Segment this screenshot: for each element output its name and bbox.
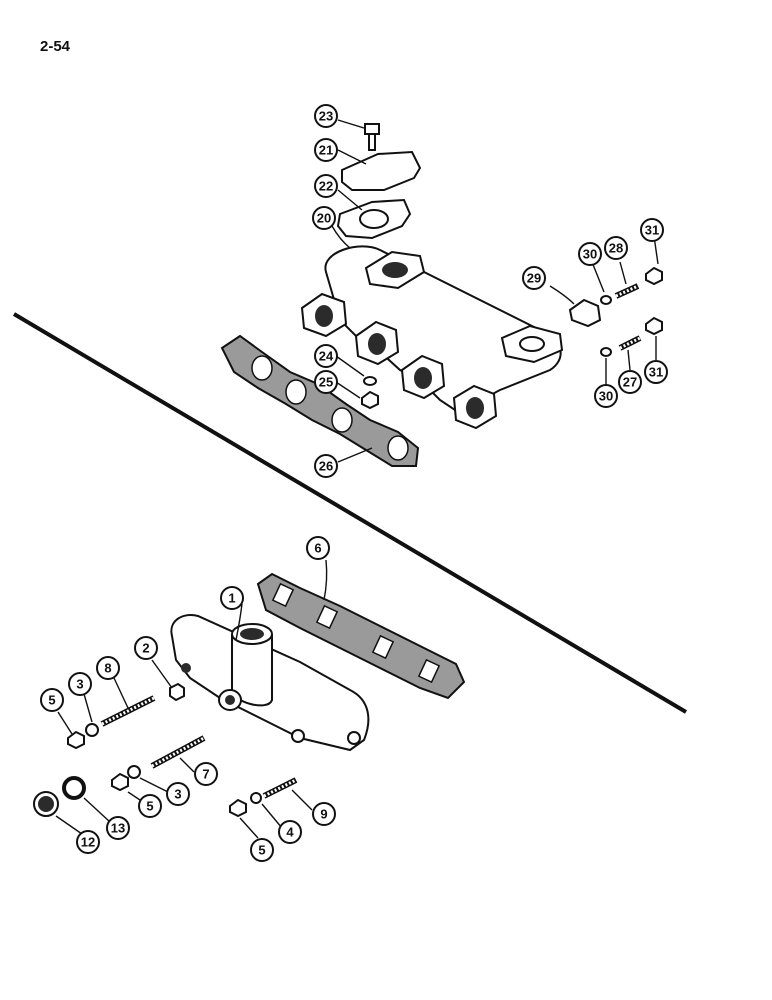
svg-text:22: 22 <box>319 179 333 194</box>
callout-24: 24 <box>314 344 338 368</box>
nut-5-upper <box>67 730 85 750</box>
svg-text:28: 28 <box>609 241 623 256</box>
svg-text:25: 25 <box>319 375 333 390</box>
svg-text:31: 31 <box>649 365 663 380</box>
svg-text:31: 31 <box>645 223 659 238</box>
callout-31-upper: 31 <box>640 218 664 242</box>
callout-3-upper: 3 <box>68 672 92 696</box>
stud-7 <box>150 735 206 769</box>
svg-text:3: 3 <box>76 677 83 692</box>
washer-3-lower <box>127 765 141 779</box>
svg-text:5: 5 <box>258 843 265 858</box>
nut-31-lower <box>645 316 663 336</box>
callout-7: 7 <box>194 762 218 786</box>
callout-5-middle: 5 <box>138 794 162 818</box>
svg-text:30: 30 <box>583 247 597 262</box>
callout-22: 22 <box>314 174 338 198</box>
svg-text:27: 27 <box>623 375 637 390</box>
svg-text:8: 8 <box>104 661 111 676</box>
callout-26: 26 <box>314 454 338 478</box>
svg-text:5: 5 <box>48 693 55 708</box>
svg-text:9: 9 <box>320 807 327 822</box>
callout-12: 12 <box>76 830 100 854</box>
callout-25: 25 <box>314 370 338 394</box>
manifold-gasket-26 <box>220 334 420 467</box>
svg-text:4: 4 <box>286 825 294 840</box>
svg-text:7: 7 <box>202 767 209 782</box>
svg-text:24: 24 <box>319 349 334 364</box>
cap-12 <box>33 791 59 817</box>
svg-text:30: 30 <box>599 389 613 404</box>
shield-29 <box>568 298 602 328</box>
svg-text:13: 13 <box>111 821 125 836</box>
washer-30-lower <box>600 347 612 357</box>
svg-text:20: 20 <box>317 211 331 226</box>
stud-28 <box>614 283 640 299</box>
page-number: 2-54 <box>40 38 71 55</box>
nut-5-lower <box>229 798 247 818</box>
svg-text:29: 29 <box>527 271 541 286</box>
svg-text:2: 2 <box>142 641 149 656</box>
svg-text:23: 23 <box>319 109 333 124</box>
ring-13 <box>62 776 86 800</box>
nut-25 <box>361 390 379 410</box>
washer-24 <box>363 376 377 386</box>
exhaust-manifold-20 <box>300 245 564 430</box>
callout-20: 20 <box>312 206 336 230</box>
callout-5-lower: 5 <box>250 838 274 862</box>
lower-manifold-assembly <box>33 572 466 818</box>
callout-3-lower: 3 <box>166 782 190 806</box>
leader-lines <box>55 119 659 839</box>
gasket-22 <box>336 198 412 240</box>
manifold-gasket-6 <box>256 572 466 700</box>
svg-text:12: 12 <box>81 835 95 850</box>
callout-30-upper: 30 <box>578 242 602 266</box>
intake-manifold-1 <box>170 614 370 752</box>
svg-text:3: 3 <box>174 787 181 802</box>
washer-3-upper <box>85 723 99 737</box>
washer-30-upper <box>600 295 612 305</box>
svg-text:1: 1 <box>228 591 235 606</box>
nut-31-upper <box>645 266 663 286</box>
stud-8 <box>100 695 156 727</box>
callout-8: 8 <box>96 656 120 680</box>
callout-4: 4 <box>278 820 302 844</box>
nut-5-middle <box>111 772 129 792</box>
callout-5-upper: 5 <box>40 688 64 712</box>
callout-30-lower: 30 <box>594 384 618 408</box>
section-divider-line <box>12 312 688 714</box>
stud-27 <box>618 335 642 351</box>
callout-1: 1 <box>220 586 244 610</box>
plug-2 <box>169 682 185 702</box>
bolt-23 <box>364 123 380 151</box>
callout-2: 2 <box>134 636 158 660</box>
stud-9 <box>262 777 298 799</box>
callout-23: 23 <box>314 104 338 128</box>
svg-text:6: 6 <box>314 541 321 556</box>
callout-21: 21 <box>314 138 338 162</box>
callout-6: 6 <box>306 536 330 560</box>
callout-31-lower: 31 <box>644 360 668 384</box>
svg-text:21: 21 <box>319 143 333 158</box>
callout-13: 13 <box>106 816 130 840</box>
svg-text:26: 26 <box>319 459 333 474</box>
callout-28: 28 <box>604 236 628 260</box>
callout-29: 29 <box>522 266 546 290</box>
callout-9: 9 <box>312 802 336 826</box>
upper-manifold-assembly <box>220 123 663 467</box>
callout-27: 27 <box>618 370 642 394</box>
washer-4 <box>250 792 262 804</box>
svg-text:5: 5 <box>146 799 153 814</box>
